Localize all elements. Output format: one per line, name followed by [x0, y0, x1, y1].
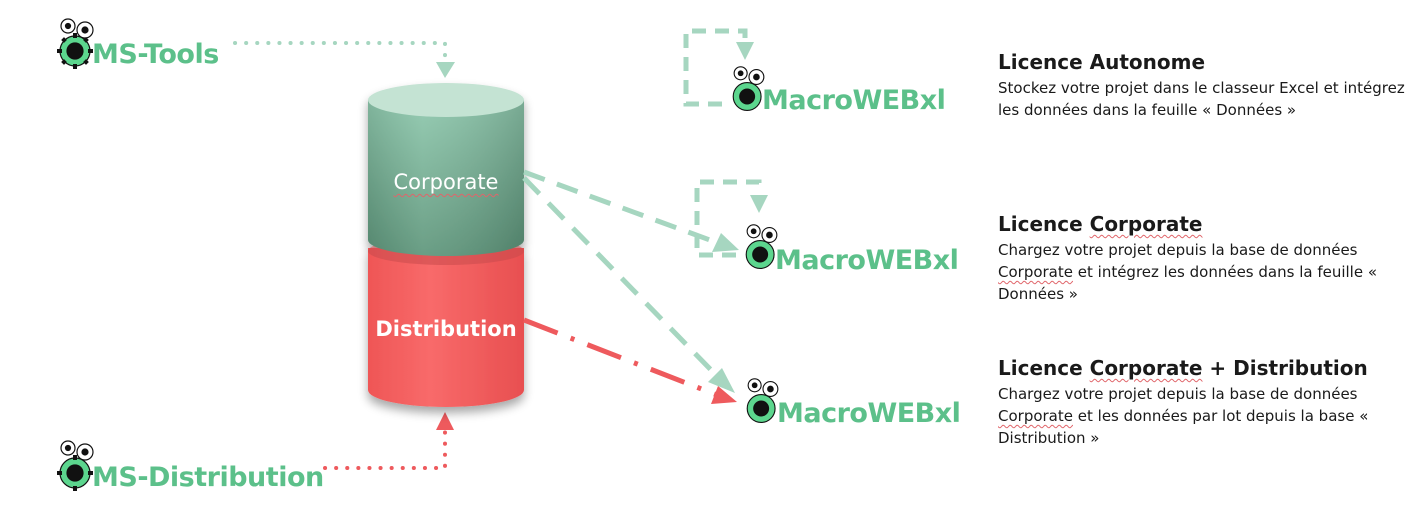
licence-corporate: Licence Corporate Chargez votre projet d… — [998, 212, 1408, 305]
ms-tools-label: MS-Tools — [92, 39, 219, 70]
gears-icon — [741, 376, 785, 432]
corporate-loop-arrow — [694, 179, 768, 258]
gears-icon — [55, 438, 99, 498]
licence-autonome: Licence Autonome Stockez votre projet da… — [998, 50, 1408, 121]
corporate-to-corporate-arrow — [523, 169, 739, 252]
distribution-db-label: Distribution — [375, 317, 517, 341]
macrowebxl-corporate-label: MacroWEBxl — [775, 245, 959, 276]
gears-icon — [740, 222, 784, 278]
macrowebxl-distribution-label: MacroWEBxl — [777, 398, 961, 429]
ms-distribution-label: MS-Distribution — [92, 462, 324, 493]
macrowebxl-autonome-label: MacroWEBxl — [762, 85, 946, 116]
distribution-to-distribution-arrow — [523, 317, 737, 404]
corporate-db-label: Corporate — [393, 170, 499, 194]
licence-corporate-distribution-title: Licence Corporate + Distribution — [998, 356, 1368, 380]
autonome-loop-arrow — [683, 28, 754, 107]
licence-corporate-title: Licence Corporate — [998, 212, 1203, 236]
licence-corporate-desc: Chargez votre projet depuis la base de d… — [998, 241, 1378, 303]
gears-icon — [55, 16, 99, 76]
ms-tools-arrow — [233, 41, 455, 78]
gears-icon — [727, 64, 771, 120]
licence-autonome-title: Licence Autonome — [998, 50, 1206, 74]
ms-distribution-arrow — [323, 412, 454, 470]
database-cylinder — [368, 83, 524, 407]
licence-corporate-distribution: Licence Corporate + Distribution Chargez… — [998, 356, 1408, 449]
licence-corporate-distribution-desc: Chargez votre projet depuis la base de d… — [998, 385, 1369, 447]
corporate-to-distribution-arrow — [522, 176, 735, 393]
licence-autonome-desc: Stockez votre projet dans le classeur Ex… — [998, 79, 1405, 119]
